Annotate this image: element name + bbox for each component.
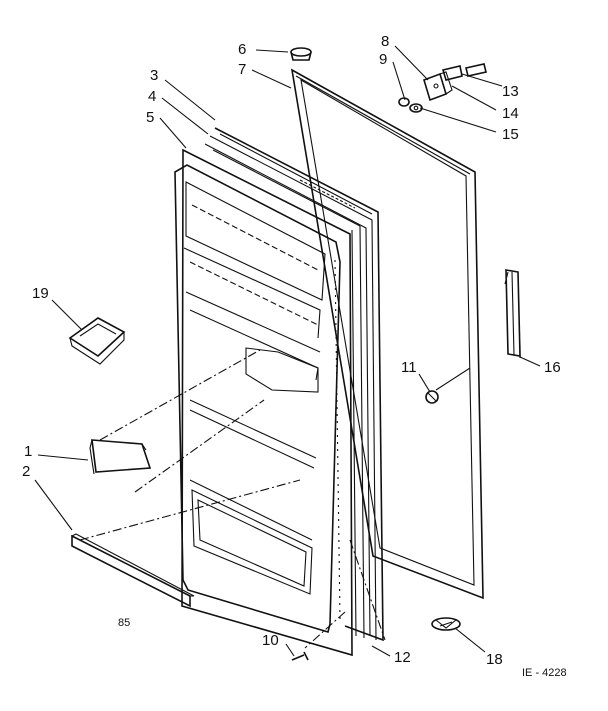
callout-6: 6 <box>238 41 246 58</box>
callout-1: 1 <box>24 443 32 460</box>
callout-2: 2 <box>22 463 30 480</box>
callout-3: 3 <box>150 67 158 84</box>
inner-door-liner <box>174 148 353 657</box>
callout-10: 10 <box>262 632 279 649</box>
butter-compartment <box>68 317 126 365</box>
callout-9: 9 <box>379 51 387 68</box>
callout-8: 8 <box>381 33 389 50</box>
callout-11: 11 <box>401 359 417 376</box>
callout-18: 18 <box>486 651 503 668</box>
callout-14: 14 <box>502 105 519 122</box>
foot-18 <box>431 617 461 631</box>
door-handle <box>504 269 521 358</box>
callout-7: 7 <box>238 61 246 78</box>
door-bin <box>89 439 152 475</box>
page-code: 85 <box>118 617 130 629</box>
shelf-bar <box>71 533 195 608</box>
door-gasket-layers <box>204 127 384 642</box>
callout-15: 15 <box>502 126 519 143</box>
alignment-lines <box>79 349 386 649</box>
drawing-id: IE - 4228 <box>522 667 567 679</box>
plug-button <box>290 47 312 61</box>
callout-16: 16 <box>544 359 561 376</box>
screw-10 <box>291 651 309 661</box>
leader-lines <box>34 45 541 657</box>
callout-13: 13 <box>502 83 519 100</box>
outer-door-panel <box>290 68 484 600</box>
screw-11 <box>425 390 439 404</box>
callout-19: 19 <box>32 285 49 302</box>
callout-labels: 6 7 3 4 5 8 9 13 14 15 11 16 19 1 2 10 1… <box>22 33 567 679</box>
callout-5: 5 <box>146 109 154 126</box>
hinge-assembly <box>398 63 487 113</box>
callout-12: 12 <box>394 649 411 666</box>
callout-4: 4 <box>148 88 156 105</box>
